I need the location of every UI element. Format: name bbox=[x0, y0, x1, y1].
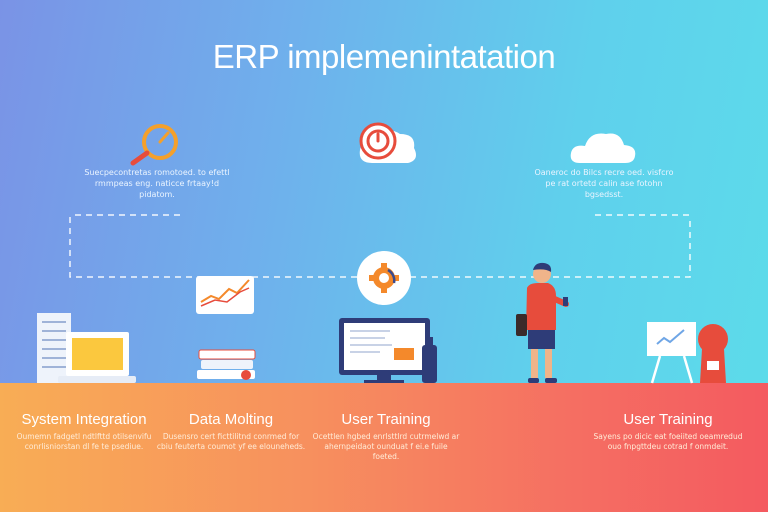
monitor-icon bbox=[339, 318, 437, 383]
presentation-board-icon bbox=[647, 322, 696, 384]
top-description-1: Suecpecontretas romotoed. to efettl rmmp… bbox=[84, 168, 230, 199]
step-desc-4: Sayens po dicic eat foeiited oeamredud o… bbox=[593, 432, 743, 451]
server-icon bbox=[37, 313, 71, 383]
step-desc-3: Ocettlen hgbed enrlsttlrd cutrmelwd ar a… bbox=[312, 432, 460, 461]
connector-right bbox=[410, 217, 691, 278]
top-description-3: Oaneroc do Bilcs recre oed. visfcro pe r… bbox=[534, 168, 674, 199]
cloud-icon bbox=[570, 133, 636, 163]
books-icon bbox=[197, 349, 256, 380]
bottom-band bbox=[0, 383, 768, 512]
connector-left-bottom bbox=[69, 217, 360, 278]
magnifier-gauge-icon bbox=[130, 124, 178, 166]
person-icon bbox=[516, 262, 569, 383]
cloud-clock-icon bbox=[359, 122, 416, 163]
line-chart-icon bbox=[196, 276, 254, 314]
step-desc-2: Dusensro cert ficttilitnd conrmed for cb… bbox=[156, 432, 306, 451]
step-label-4: User Training bbox=[623, 411, 713, 428]
step-label-2: Data Molting bbox=[188, 411, 274, 428]
step-label-3: User Training bbox=[341, 411, 431, 428]
step-desc-1: Oumemn fadgetl ndtlfttd otilsenvifu conr… bbox=[16, 432, 152, 451]
gear-icon bbox=[357, 251, 411, 305]
laptop-icon bbox=[58, 332, 136, 383]
page-title: ERP implemenintatation bbox=[212, 38, 556, 75]
bulb-icon bbox=[698, 324, 728, 383]
step-label-1: System Integration bbox=[21, 411, 147, 428]
dashed-connectors bbox=[69, 214, 691, 278]
